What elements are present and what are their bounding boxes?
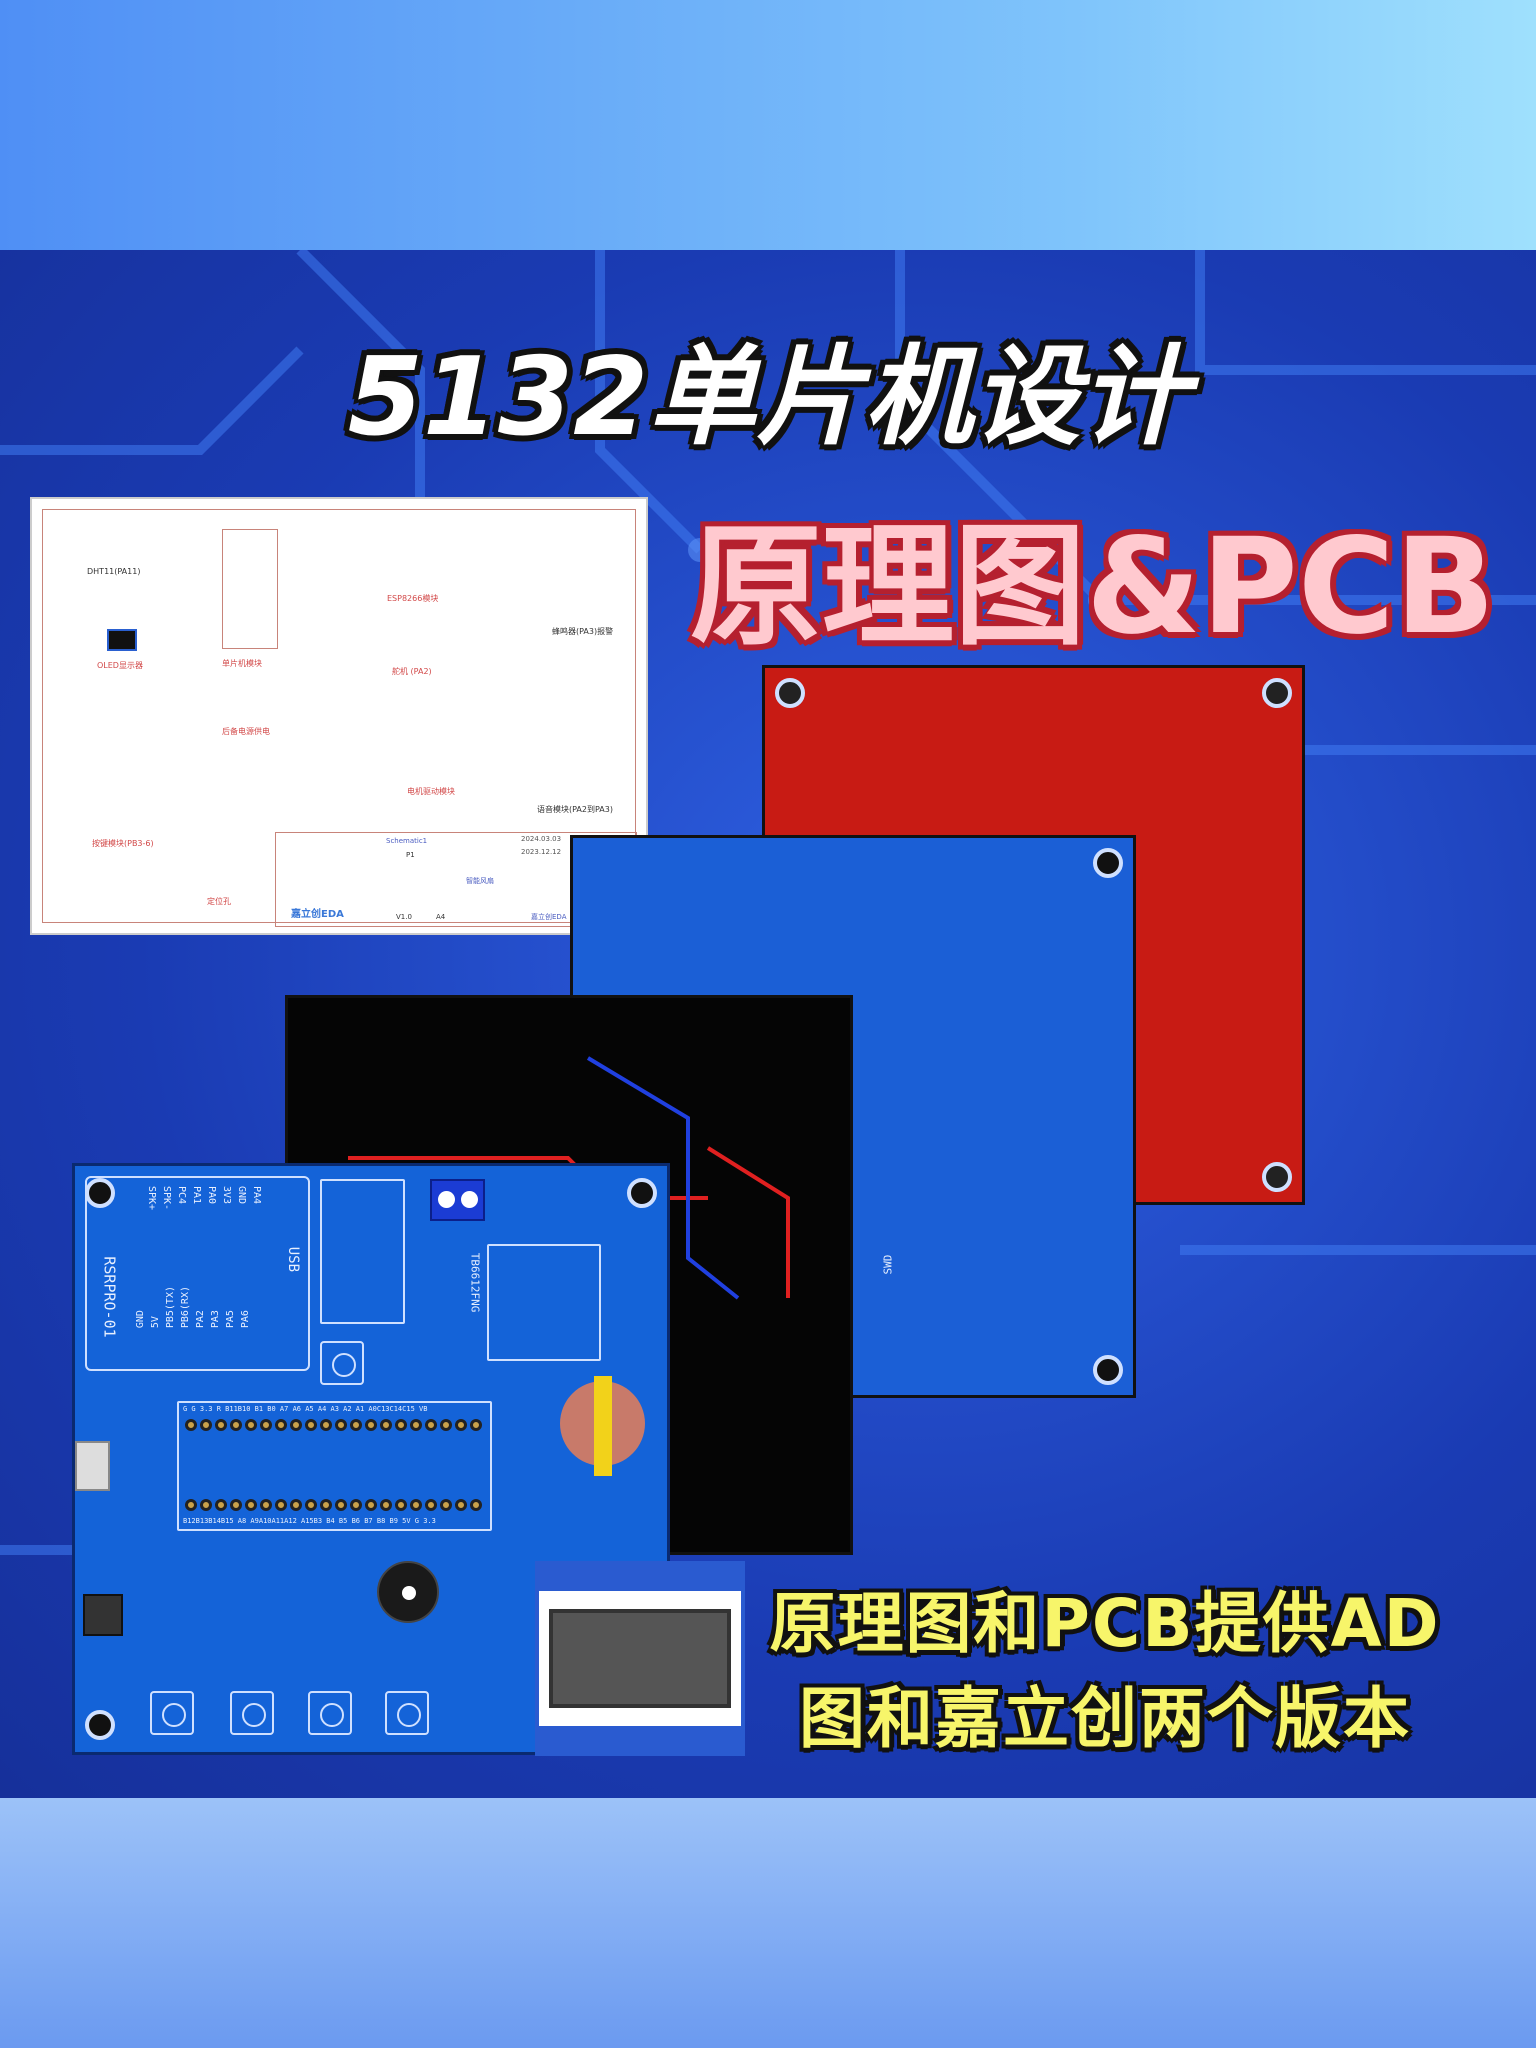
sheet-name: Schematic1: [386, 837, 428, 845]
pin-label: PA5: [225, 1310, 236, 1329]
mount-hole: [1262, 1162, 1292, 1192]
pin-label: PA4: [251, 1186, 262, 1205]
project-name: 智能风扇: [466, 877, 494, 885]
pin-label: PC4: [176, 1186, 187, 1205]
pin-label: PA1: [191, 1186, 202, 1205]
pin-label: PB5(TX): [165, 1286, 176, 1329]
pin-label: 3V3: [221, 1186, 232, 1205]
schematic-label: 舵机 (PA2): [392, 667, 432, 676]
headline-title: 5132单片机设计: [347, 335, 1189, 460]
pin-label: PA0: [206, 1186, 217, 1205]
module-name: RSRPRO-01: [100, 1256, 119, 1338]
push-button: [230, 1691, 274, 1735]
coin-cell-holder: [560, 1376, 645, 1476]
schematic-label: OLED显示器: [97, 661, 143, 670]
header-bottom-labels: B12B13B14B15 A8 A9A10A11A12 A15B3 B4 B5 …: [183, 1517, 436, 1525]
bottom-pin-labels: PA6 PA5 PA3 PA2 PB6(RX) PB5(TX) 5V GND: [135, 1286, 252, 1328]
motor-driver-outline: [487, 1244, 601, 1361]
buzzer: [377, 1561, 439, 1623]
push-button: [308, 1691, 352, 1735]
date-created: 2023.12.12: [521, 848, 562, 856]
schematic-label: 蜂鸣器(PA3)报警: [552, 627, 614, 636]
mount-hole: [1093, 848, 1123, 878]
schematic-label: 单片机模块: [222, 659, 262, 668]
pin-label: PA6: [240, 1310, 251, 1329]
schematic-label: 定位孔: [207, 897, 231, 906]
oled-symbol: [107, 629, 137, 651]
headline-subtitle: 原理图&PCB: [690, 510, 1496, 664]
pin-label: PB6(RX): [180, 1286, 191, 1329]
header-top-labels: G G 3.3 R B11B10 B1 B0 A7 A6 A5 A4 A3 A2…: [183, 1405, 428, 1413]
top-pin-labels: SPK+ SPK- PC4 PA1 PA0 3V3 GND PA4: [145, 1186, 262, 1210]
footer-line-2: 图和嘉立创两个版本: [799, 1680, 1411, 1757]
sheet-size: A4: [436, 913, 446, 921]
schematic-sheet: DHT11(PA11) OLED显示器 单片机模块 ESP8266模块 蜂鸣器(…: [30, 497, 648, 935]
schematic-frame: [42, 509, 636, 923]
date-updated: 2024.03.03: [521, 835, 562, 843]
header-top-pins: [185, 1419, 482, 1431]
pin-label: PA2: [195, 1310, 206, 1329]
pin-label: GND: [135, 1310, 146, 1329]
pin-label: 5V: [150, 1316, 161, 1329]
bottom-banner: [0, 1798, 1536, 2048]
usb-c-port: [75, 1441, 110, 1491]
header-bottom-pins: [185, 1499, 482, 1511]
pin-label: GND: [236, 1186, 247, 1205]
ic-chip: [83, 1594, 123, 1636]
mount-hole: [1262, 678, 1292, 708]
driver-label: TB6612FNG: [468, 1252, 482, 1313]
oled-display-module: [535, 1561, 745, 1756]
title-block: Schematic1 P1 2024.03.03 2023.12.12 智能风扇…: [275, 832, 637, 927]
mcu-symbol: [222, 529, 278, 649]
sheet-page: P1: [406, 851, 415, 859]
push-button: [150, 1691, 194, 1735]
esp8266-antenna: [320, 1179, 405, 1324]
voice-module-outline: [85, 1176, 310, 1371]
pcb-front-3d-render: RSRPRO-01 SPK+ SPK- PC4 PA1 PA0 3V3 GND …: [72, 1163, 745, 1756]
mount-hole: [85, 1178, 115, 1208]
eda-logo: 嘉立创EDA: [291, 909, 344, 920]
schematic-label: 电机驱动模块: [407, 787, 455, 796]
version: V1.0: [396, 913, 412, 921]
pin-label: SPK+: [146, 1186, 157, 1211]
company: 嘉立创EDA: [531, 913, 567, 921]
mcu-board-outline: G G 3.3 R B11B10 B1 B0 A7 A6 A5 A4 A3 A2…: [177, 1401, 492, 1531]
top-banner: [0, 0, 1536, 250]
schematic-label: ESP8266模块: [387, 594, 439, 603]
footer-line-1: 原理图和PCB提供AD: [769, 1585, 1441, 1662]
mount-hole: [85, 1710, 115, 1740]
pin-label: PA3: [210, 1310, 221, 1329]
usb-label: USB: [285, 1246, 302, 1273]
schematic-label: 后备电源供电: [222, 727, 270, 736]
terminal-block: [430, 1179, 485, 1221]
swd-label: SWD: [881, 1254, 895, 1275]
schematic-label: 语音模块(PA2到PA3): [537, 805, 613, 814]
mount-hole: [627, 1178, 657, 1208]
mount-hole: [775, 678, 805, 708]
schematic-label: 按键模块(PB3-6): [92, 839, 154, 848]
push-button: [385, 1691, 429, 1735]
pin-label: SPK-: [161, 1186, 172, 1211]
push-button: [320, 1341, 364, 1385]
schematic-label: DHT11(PA11): [87, 567, 141, 576]
mount-hole: [1093, 1355, 1123, 1385]
